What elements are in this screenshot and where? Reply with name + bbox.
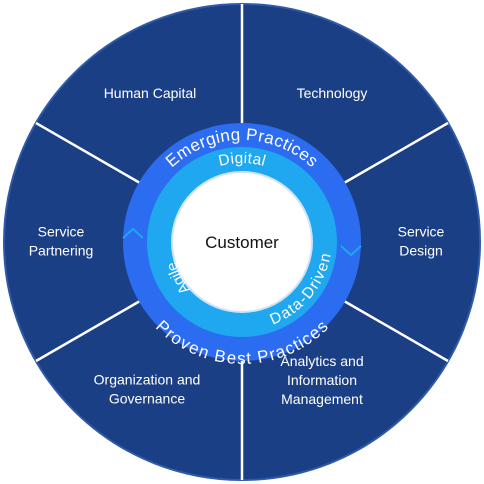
divider-lower-right xyxy=(343,299,449,363)
segment-label-line: Service xyxy=(398,224,445,240)
customer-core xyxy=(171,171,313,313)
ring-notches xyxy=(122,227,362,257)
segment-label-line: Design xyxy=(399,243,443,259)
segment-label-line: Human Capital xyxy=(104,85,197,101)
divider-upper-right xyxy=(343,121,449,185)
segment-label-line: Partnering xyxy=(29,243,94,259)
segment-label-human-capital: Human Capital xyxy=(104,85,197,101)
segment-label-line: Governance xyxy=(109,391,185,407)
notch-right xyxy=(340,245,362,257)
segment-label-technology: Technology xyxy=(297,85,368,101)
segment-label-line: Analytics and xyxy=(280,353,363,369)
divider-upper-left xyxy=(35,121,141,185)
segment-label-line: Management xyxy=(281,391,363,407)
notch-left xyxy=(122,227,144,239)
segment-dividers xyxy=(35,4,449,480)
segment-label-line: Service xyxy=(38,224,85,240)
segment-label-line: Organization and xyxy=(94,372,201,388)
divider-lower-left xyxy=(35,299,141,363)
segment-label-line: Information xyxy=(287,372,357,388)
center-label: Customer xyxy=(205,233,279,252)
segment-label-line: Technology xyxy=(297,85,368,101)
